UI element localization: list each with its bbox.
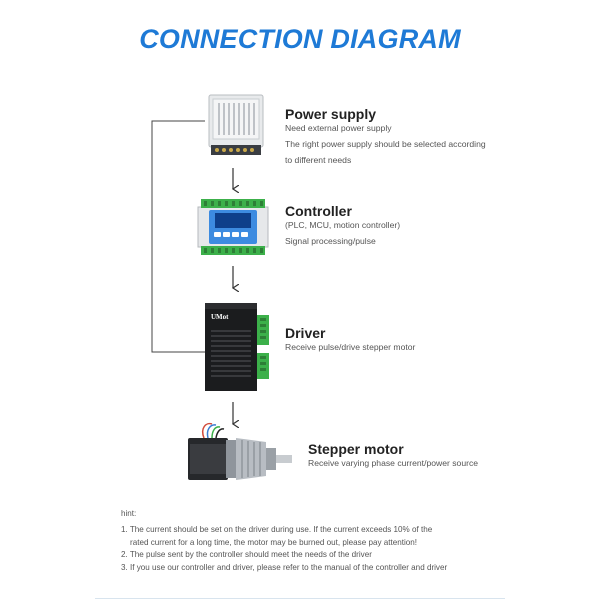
power-supply-desc-1: Need external power supply: [285, 123, 392, 133]
hint-line-1b: rated current for a long time, the motor…: [130, 537, 418, 547]
hint-label: hint:: [121, 509, 137, 518]
hint-line-3: 3. If you use our controller and driver,…: [121, 562, 448, 572]
driver-image: UMot: [205, 303, 269, 391]
feedback-bracket: [151, 120, 205, 353]
stepper-motor-desc-1: Receive varying phase current/power sour…: [308, 458, 479, 468]
controller-heading: Controller: [285, 203, 352, 219]
driver-heading: Driver: [285, 325, 326, 341]
stepper-motor-image: [188, 422, 292, 480]
controller-image: [197, 199, 269, 255]
driver-brand-label: UMot: [211, 313, 229, 321]
page-title: CONNECTION DIAGRAM: [139, 24, 461, 54]
bottom-divider: [95, 598, 505, 599]
stepper-motor-heading: Stepper motor: [308, 441, 404, 457]
hint-line-2: 2. The pulse sent by the controller shou…: [121, 550, 372, 560]
driver-desc-1: Receive pulse/drive stepper motor: [285, 342, 416, 352]
hint-block: hint: 1. The current should be set on th…: [121, 508, 447, 574]
controller-desc-2: Signal processing/pulse: [285, 236, 376, 246]
hint-line-1: 1. The current should be set on the driv…: [121, 525, 433, 535]
power-supply-desc-3: to different needs: [285, 155, 352, 165]
power-supply-image: [208, 94, 264, 155]
controller-desc-1: (PLC, MCU, motion controller): [285, 220, 401, 230]
power-supply-desc-2: The right power supply should be selecte…: [285, 139, 486, 149]
power-supply-heading: Power supply: [285, 106, 377, 122]
